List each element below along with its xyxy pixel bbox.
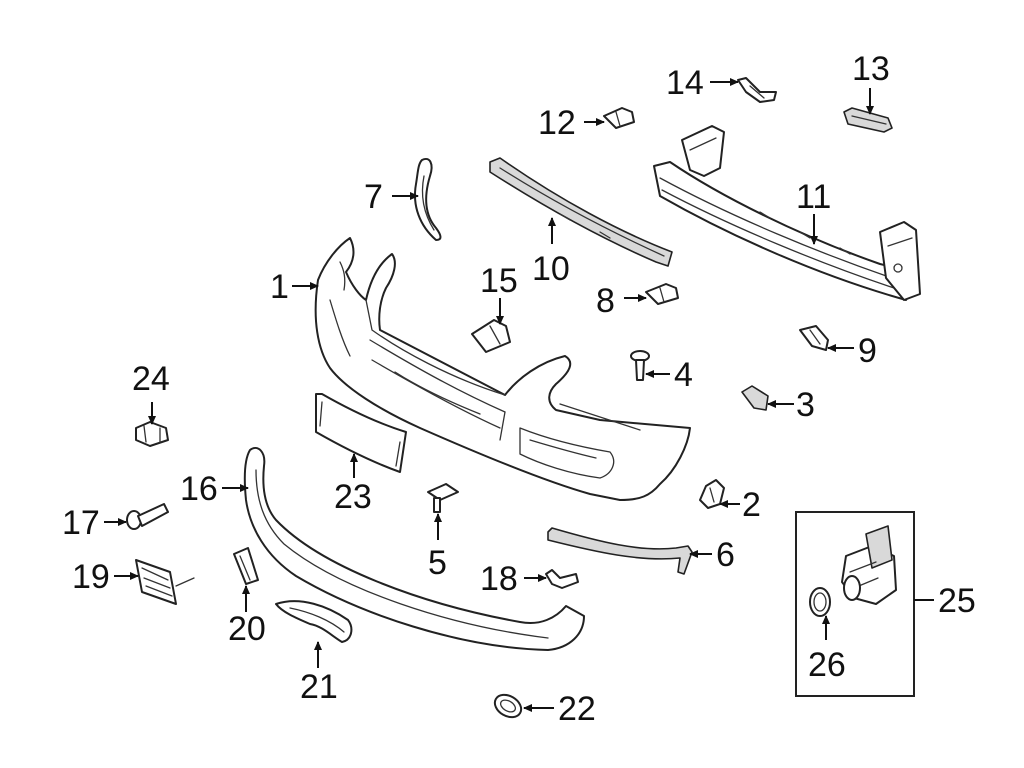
callout-12: 12	[538, 104, 576, 142]
callout-10: 10	[532, 250, 570, 288]
callout-21: 21	[300, 668, 338, 706]
screw-4-part	[630, 350, 650, 381]
clip-14-part	[737, 77, 777, 103]
cover-15-part	[471, 319, 511, 353]
bolt-18-part	[545, 569, 579, 589]
callout-3: 3	[796, 386, 815, 424]
molding-6-part	[547, 527, 693, 575]
callout-6: 6	[716, 536, 735, 574]
bolt-12-part	[603, 107, 635, 129]
reinforcement-11-part	[653, 125, 921, 301]
callout-13: 13	[852, 50, 890, 88]
callout-20: 20	[228, 610, 266, 648]
callout-14: 14	[666, 64, 704, 102]
callout-1: 1	[270, 268, 289, 306]
callout-8: 8	[596, 282, 615, 320]
plate-bracket-23-part	[315, 393, 407, 473]
callout-18: 18	[480, 560, 518, 598]
callout-23: 23	[334, 478, 372, 516]
callout-15: 15	[480, 262, 518, 300]
callout-19: 19	[72, 558, 110, 596]
callout-17: 17	[62, 504, 100, 542]
callout-16: 16	[180, 470, 218, 508]
callout-26: 26	[808, 646, 846, 684]
callout-25: 25	[938, 582, 976, 620]
bracket-3-part	[741, 385, 769, 411]
bolt-8-part	[645, 283, 679, 305]
callout-5: 5	[428, 544, 447, 582]
bumper-cover-part	[314, 237, 691, 501]
screw-5-part	[427, 483, 459, 513]
callout-11: 11	[796, 178, 831, 216]
callout-2: 2	[742, 486, 761, 524]
sensor-box	[795, 511, 915, 697]
leader-lines	[104, 78, 934, 712]
ring-26-part	[809, 587, 831, 617]
callout-7: 7	[364, 178, 383, 216]
callout-labels: 1 2 3 4 5 6 7 8 9 10 11 12 13 14 15 16 1…	[62, 50, 976, 728]
cap-22-part	[493, 693, 523, 719]
absorber-10-part	[489, 157, 673, 267]
cap-20-part	[233, 547, 259, 585]
callout-4: 4	[674, 356, 693, 394]
callout-9: 9	[858, 332, 877, 370]
grille-19-part	[135, 559, 195, 605]
bracket-13-part	[843, 107, 893, 133]
callout-22: 22	[558, 690, 596, 728]
bolt-17-part	[126, 503, 169, 530]
callout-24: 24	[132, 360, 170, 398]
bracket-7-part	[414, 158, 442, 241]
holder-24-part	[135, 421, 169, 447]
spoiler-16-part	[243, 447, 585, 651]
bezel-21-part	[275, 600, 353, 643]
sensor-25-part	[841, 525, 897, 605]
bolt-9-part	[799, 325, 829, 351]
